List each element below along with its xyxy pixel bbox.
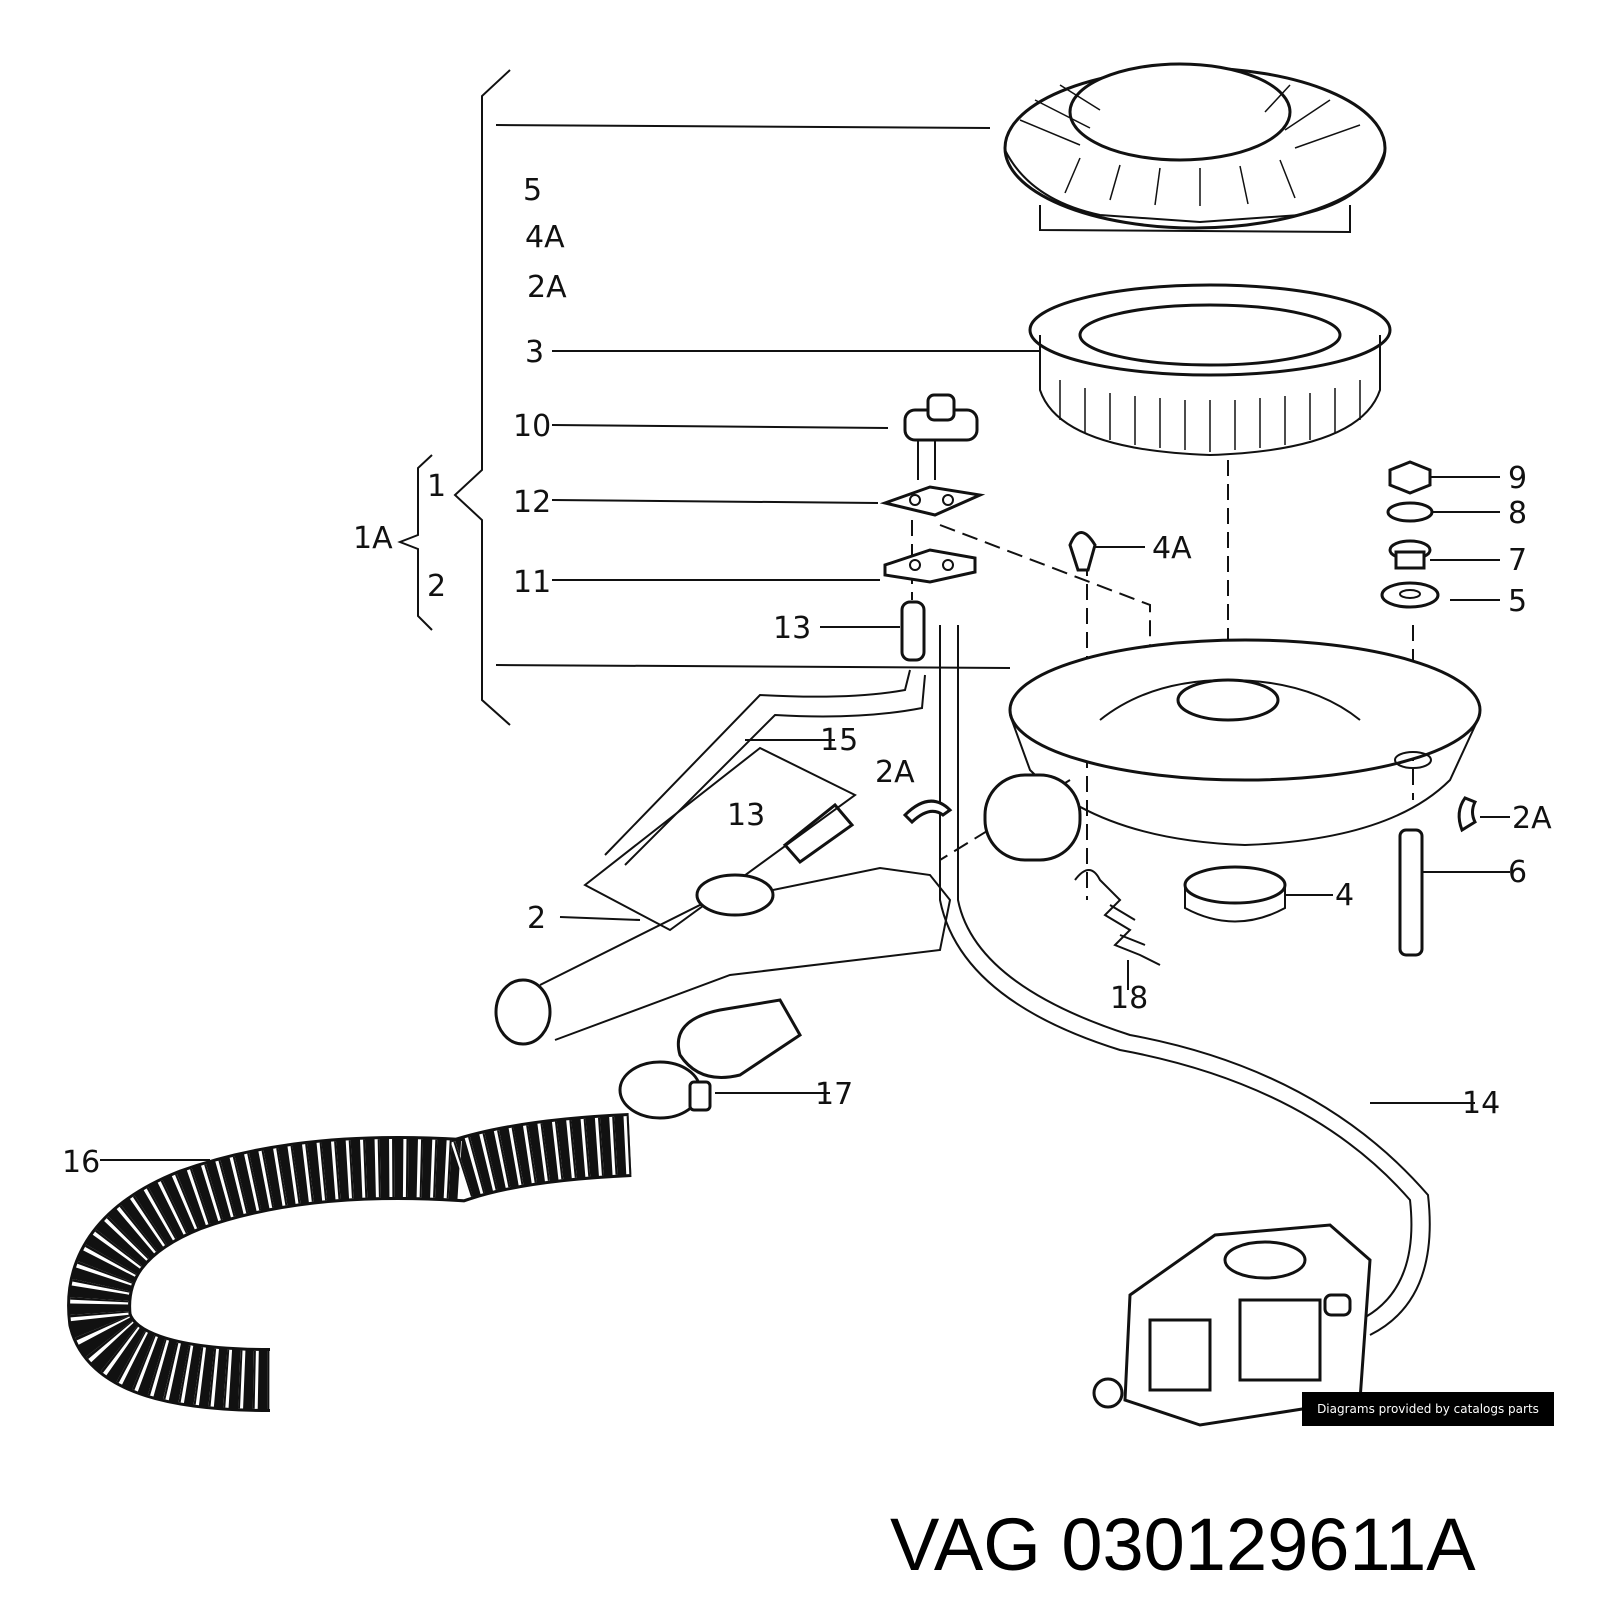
air-cleaner-housing [983, 638, 1482, 862]
label-8-right: 8 [1508, 496, 1527, 531]
label-4A-right: 4A [1152, 531, 1192, 566]
tube-6 [1398, 828, 1424, 957]
label-12: 12 [513, 485, 551, 520]
label-16: 16 [62, 1145, 100, 1180]
label-4-right: 4 [1335, 878, 1354, 913]
nut-9 [1388, 460, 1432, 495]
label-13: 13 [773, 611, 811, 646]
gasket-12 [879, 485, 986, 517]
label-14: 14 [1462, 1086, 1500, 1121]
clamp-17 [618, 1060, 712, 1120]
carburetor [1092, 1223, 1372, 1427]
label-2: 2 [427, 569, 446, 604]
credit-badge: Diagrams provided by catalogs parts [1302, 1392, 1554, 1426]
label-6-right: 6 [1508, 855, 1527, 890]
label-1A: 1A [353, 521, 393, 556]
grommet-5 [1380, 581, 1440, 609]
spring-18 [1074, 869, 1161, 966]
part-number-caption: VAG 030129611A [890, 1503, 1476, 1586]
label-2A: 2A [527, 270, 567, 305]
air-cleaner-lid [1003, 62, 1387, 234]
label-5-right: 5 [1508, 584, 1527, 619]
filter-element [1028, 283, 1392, 457]
clip-2A-right [1457, 796, 1478, 833]
valve-10 [903, 393, 979, 480]
label-5: 5 [523, 173, 542, 208]
label-13-lower: 13 [727, 798, 765, 833]
label-2A-right: 2A [1512, 801, 1552, 836]
label-10: 10 [513, 409, 551, 444]
label-2A-lower: 2A [875, 755, 915, 790]
callout-labels: 5 4A 2A 3 10 1 12 1A 11 2 13 15 2A 13 2 … [62, 173, 1552, 1180]
label-18: 18 [1110, 981, 1148, 1016]
hose-14 [939, 625, 1431, 1336]
bush-7 [1388, 539, 1432, 570]
label-2-lower: 2 [527, 901, 546, 936]
label-15: 15 [820, 723, 858, 758]
seal-4 [1183, 865, 1287, 923]
label-9-right: 9 [1508, 461, 1527, 496]
sleeve-13 [900, 600, 926, 662]
leader-lines [100, 124, 1510, 1161]
bracket-11 [883, 548, 977, 584]
sleeve-13-lower [782, 802, 855, 865]
label-17: 17 [815, 1077, 853, 1112]
label-11: 11 [513, 565, 551, 600]
dashed-box [583, 746, 857, 932]
label-3: 3 [525, 335, 544, 370]
label-7-right: 7 [1508, 543, 1527, 578]
label-4A: 4A [525, 220, 565, 255]
clip-4A [1068, 531, 1097, 572]
clip-2A-left [902, 799, 953, 825]
group-bracket-small [397, 454, 433, 631]
hose-15 [604, 669, 926, 866]
intake-pipe-2 [494, 866, 952, 1079]
group-bracket-main [453, 69, 511, 726]
washer-8 [1386, 501, 1434, 523]
label-1: 1 [427, 469, 446, 504]
corrugated-hose-16 [67, 1113, 632, 1412]
